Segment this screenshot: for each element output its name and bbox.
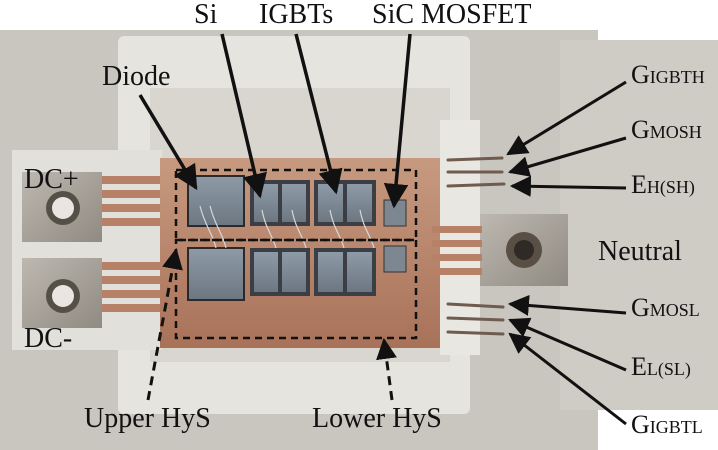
label-neutral: Neutral xyxy=(598,236,682,267)
label-upper-hys: Upper HyS xyxy=(84,403,211,434)
arrow-lower-hys xyxy=(376,337,397,401)
gate-pins xyxy=(446,156,506,336)
background-board-right xyxy=(560,40,718,410)
arrow-gigbtl xyxy=(508,332,627,426)
arrow-diode xyxy=(138,94,198,191)
label-e-h-s-h-sub: H(SH) xyxy=(646,177,695,197)
neutral-screw-inner xyxy=(514,240,534,260)
dc-minus-screw-inner xyxy=(52,285,74,307)
dc-plus-screw-inner xyxy=(52,197,74,219)
arrow-gmosl xyxy=(507,294,627,316)
label-diode: Diode xyxy=(102,61,171,92)
label-g-mos-l: GMOSL xyxy=(631,295,700,321)
label-sic-mosfet: SiC MOSFET xyxy=(372,0,532,30)
label-g-igbt-l-main: G xyxy=(631,410,650,439)
label-g-igbt-l-sub: IGBTL xyxy=(649,417,703,437)
arrow-gmosh xyxy=(507,136,627,177)
neutral-fingers xyxy=(432,226,482,275)
label-g-mos-h: GMOSH xyxy=(631,117,702,143)
arrow-elsl xyxy=(508,317,627,372)
label-e-h-s-h: EH(SH) xyxy=(631,172,695,198)
label-dc-plus: DC+ xyxy=(24,164,79,195)
label-g-igbt-h: GIGBTH xyxy=(631,62,705,88)
label-dc-minus: DC- xyxy=(24,323,73,354)
left-terminal-fingers xyxy=(102,176,162,312)
upper-chips xyxy=(187,175,407,227)
label-si: Si xyxy=(194,0,218,30)
label-e-l-s-l-sub: L(SL) xyxy=(646,359,691,379)
label-g-mos-l-main: G xyxy=(631,293,650,322)
bond-wires xyxy=(199,205,375,249)
label-e-l-s-l: EL(SL) xyxy=(631,354,691,380)
label-g-mos-h-sub: MOSH xyxy=(649,122,702,142)
label-lower-hys: Lower HyS xyxy=(312,403,442,434)
label-g-mos-h-main: G xyxy=(631,115,650,144)
arrow-gigbth xyxy=(506,80,627,156)
lower-chips xyxy=(187,245,407,301)
upper-hys-box xyxy=(174,168,418,242)
arrow-igbts xyxy=(294,33,343,195)
label-g-igbt-h-main: G xyxy=(631,60,650,89)
arrow-si xyxy=(220,33,267,199)
arrow-sic xyxy=(383,33,412,209)
label-e-h-s-h-main: E xyxy=(631,170,647,199)
label-e-l-s-l-main: E xyxy=(631,352,647,381)
label-g-igbt-l: GIGBTL xyxy=(631,412,703,438)
label-g-mos-l-sub: MOSL xyxy=(649,300,700,320)
arrow-upper-hys xyxy=(146,247,183,401)
lower-hys-box xyxy=(174,238,418,340)
arrow-esh xyxy=(509,175,627,197)
label-g-igbt-h-sub: IGBTH xyxy=(649,67,705,87)
label-igbts: IGBTs xyxy=(259,0,334,30)
